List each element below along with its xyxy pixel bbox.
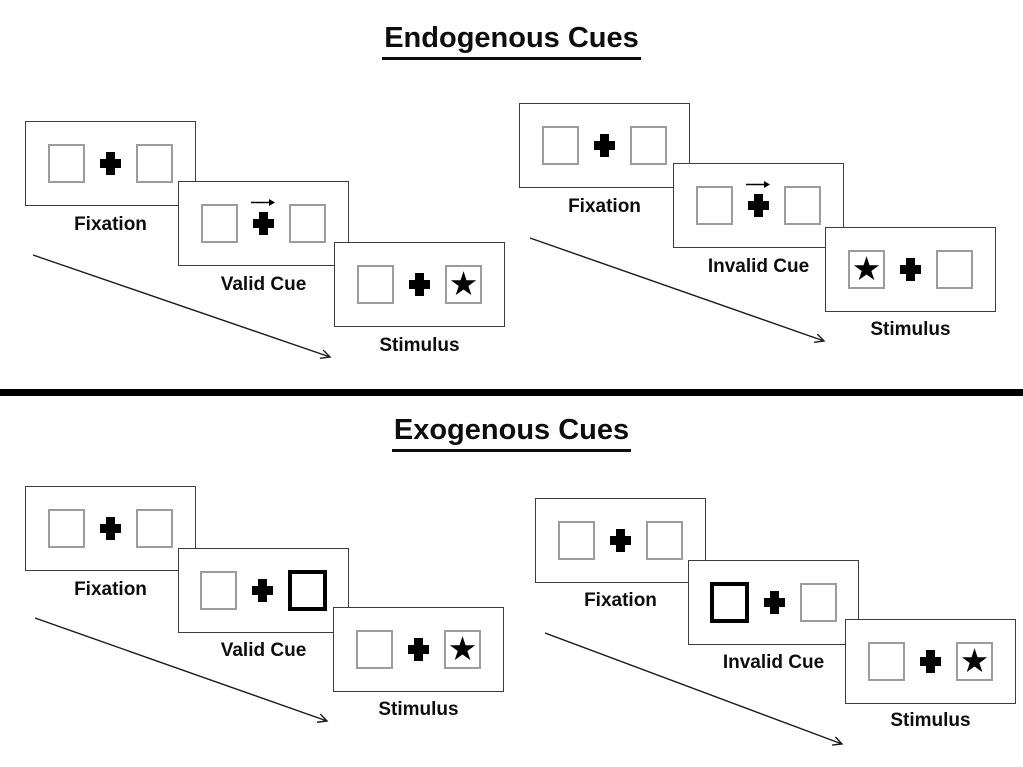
left-placeholder-box — [48, 509, 85, 548]
stimulus-panel: ★ — [845, 619, 1016, 704]
star-icon: ★ — [447, 629, 478, 668]
panel-label: Valid Cue — [220, 640, 307, 661]
valid-cue-panel — [178, 548, 349, 633]
star-icon: ★ — [448, 264, 479, 303]
fixation-panel — [535, 498, 706, 583]
left-placeholder-box — [357, 265, 394, 304]
cue-arrow-icon — [746, 181, 770, 188]
fixation-panel — [25, 121, 196, 206]
right-placeholder-box — [289, 204, 326, 243]
panel-label: Invalid Cue — [722, 652, 825, 673]
left-placeholder-box — [201, 204, 238, 243]
right-placeholder-box — [800, 583, 837, 622]
fixation-panel — [519, 103, 690, 188]
fixation-cross-icon — [900, 258, 921, 281]
left-placeholder-box — [868, 642, 905, 681]
panel-label: Fixation — [74, 579, 147, 600]
fixation-cross-icon — [610, 529, 631, 552]
left-placeholder-box — [200, 571, 237, 610]
sequence-arrow-icon — [32, 254, 330, 357]
panel-label: Fixation — [568, 196, 641, 217]
panel-label: Stimulus — [379, 335, 460, 356]
right-placeholder-box — [646, 521, 683, 560]
right-placeholder-box — [136, 509, 173, 548]
stimulus-panel: ★ — [825, 227, 996, 312]
panel-label: Stimulus — [378, 699, 459, 720]
invalid-cue-panel — [673, 163, 844, 248]
fixation-cross-icon — [100, 152, 121, 175]
right-placeholder-box — [936, 250, 973, 289]
fixation-cross-icon — [764, 591, 785, 614]
fixation-cross-icon — [920, 650, 941, 673]
fixation-cross-icon — [409, 273, 430, 296]
right-target-box: ★ — [956, 642, 993, 681]
left-target-box: ★ — [848, 250, 885, 289]
panel-label: Invalid Cue — [707, 256, 810, 277]
panel-label: Fixation — [584, 590, 657, 611]
fixation-cross-icon — [251, 199, 275, 235]
right-target-box: ★ — [444, 630, 481, 669]
left-placeholder-box — [356, 630, 393, 669]
section-title-endogenous: Endogenous Cues — [0, 22, 1023, 60]
sequence-arrow-icon — [529, 237, 824, 341]
fixation-cross-icon — [408, 638, 429, 661]
section-divider — [0, 389, 1023, 396]
star-icon: ★ — [851, 249, 882, 288]
right-placeholder-box — [784, 186, 821, 225]
left-cue-box — [710, 582, 749, 623]
right-cue-box — [288, 570, 327, 611]
fixation-panel — [25, 486, 196, 571]
fixation-cross-icon — [100, 517, 121, 540]
star-icon: ★ — [959, 641, 990, 680]
sequence-arrow-icon — [34, 617, 327, 721]
cue-arrow-icon — [251, 199, 275, 206]
right-target-box: ★ — [445, 265, 482, 304]
valid-cue-panel — [178, 181, 349, 266]
right-placeholder-box — [136, 144, 173, 183]
left-placeholder-box — [48, 144, 85, 183]
stimulus-panel: ★ — [334, 242, 505, 327]
left-placeholder-box — [542, 126, 579, 165]
invalid-cue-panel — [688, 560, 859, 645]
panel-label: Stimulus — [870, 319, 951, 340]
stimulus-panel: ★ — [333, 607, 504, 692]
left-placeholder-box — [696, 186, 733, 225]
right-placeholder-box — [630, 126, 667, 165]
panel-label: Stimulus — [890, 710, 971, 731]
panel-label: Fixation — [74, 214, 147, 235]
fixation-cross-icon — [252, 579, 273, 602]
left-placeholder-box — [558, 521, 595, 560]
sequence-arrow-icon — [544, 632, 842, 744]
section-title-exogenous: Exogenous Cues — [0, 414, 1023, 452]
fixation-cross-icon — [594, 134, 615, 157]
fixation-cross-icon — [746, 181, 770, 217]
panel-label: Valid Cue — [220, 274, 307, 295]
